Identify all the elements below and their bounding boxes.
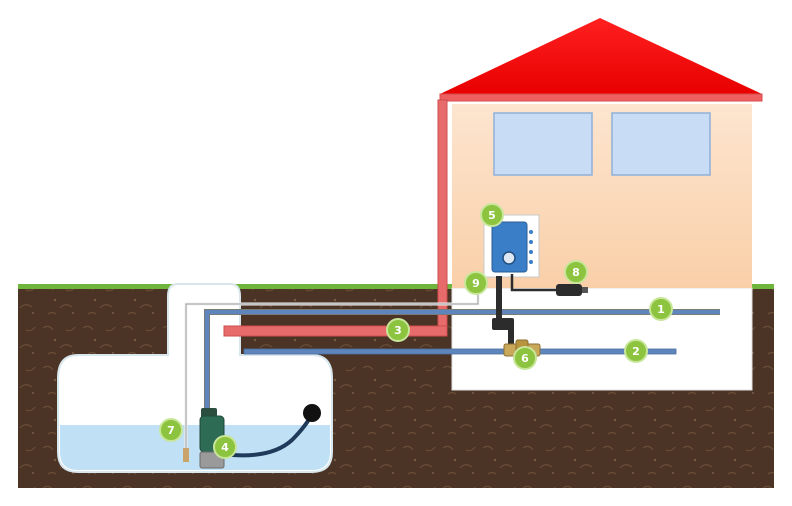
window-left [493,112,593,176]
badge-5-label: 5 [488,209,496,222]
underground-tank [57,283,333,473]
house-roof [440,18,762,94]
badge-6: 6 [513,346,537,370]
badge-1: 1 [649,297,673,321]
badge-7: 7 [159,418,183,442]
badge-7-label: 7 [167,424,175,437]
controller-pipe [496,276,502,318]
tank-water [60,425,330,470]
level-sensor [183,448,189,462]
supply-pipe [243,348,677,355]
badge-2-label: 2 [632,345,640,358]
window-right [611,112,711,176]
downpipe [437,99,448,337]
badge-8-label: 8 [572,266,580,279]
badge-1-label: 1 [657,303,665,316]
floating-hose [221,413,314,458]
badge-9: 9 [464,271,488,295]
controller-unit [483,214,540,278]
badge-4-label: 4 [221,441,229,454]
power-plug [556,284,582,296]
badge-5: 5 [480,203,504,227]
controller-riser [508,328,514,348]
roof-eave [439,93,763,102]
pressure-pipe [205,310,720,410]
power-plug-tip [582,287,588,293]
grass-line [18,284,774,289]
badge-8: 8 [564,260,588,284]
float-ball [303,404,321,422]
inflow-pipe [223,325,448,337]
badge-3-label: 3 [394,324,402,337]
controller-elbow [492,318,514,330]
badge-3: 3 [386,318,410,342]
badge-6-label: 6 [521,352,529,365]
badge-9-label: 9 [472,277,480,290]
power-cable [510,274,556,292]
badge-4: 4 [213,435,237,459]
badges: 1 2 3 4 5 6 7 8 [159,203,673,459]
badge-2: 2 [624,339,648,363]
